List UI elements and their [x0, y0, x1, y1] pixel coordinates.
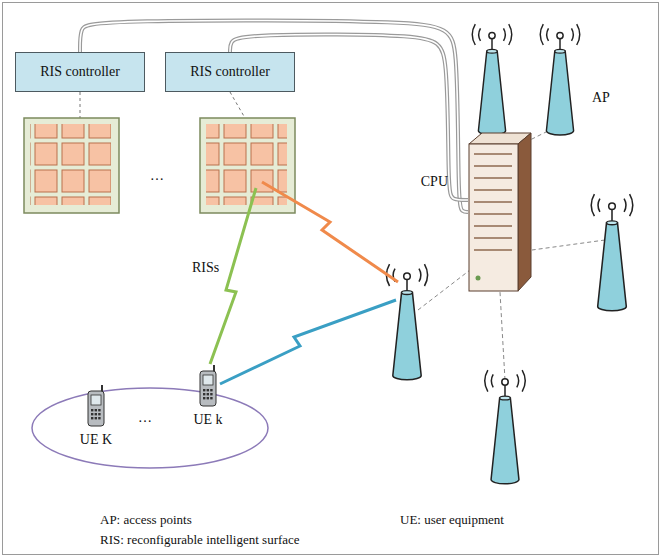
ris-ue-link [210, 188, 256, 364]
access-point [472, 24, 511, 135]
ris-controller: RIS controller [15, 52, 145, 92]
reflected-link [262, 182, 398, 282]
fronthaul [418, 125, 605, 380]
access-point [387, 264, 428, 380]
access-point [485, 370, 525, 484]
controller-label: RIS controller [190, 64, 270, 80]
access-point [540, 24, 579, 135]
phone-icon [197, 364, 219, 408]
ellipsis: … [150, 168, 164, 184]
control-link [230, 92, 245, 118]
server-icon [468, 132, 532, 292]
ue-label: UE K [80, 432, 112, 448]
ris-label: RISs [192, 260, 219, 276]
controller-label: RIS controller [40, 64, 120, 80]
ris-controller: RIS controller [165, 52, 295, 92]
ris-panel [24, 118, 119, 213]
ue-group [32, 388, 268, 468]
ap-label: AP [592, 90, 610, 106]
user-equipment: UE K [76, 384, 116, 454]
abbreviation-note: AP: access points [100, 512, 192, 528]
phone-icon [85, 384, 107, 428]
abbreviation-note: UE: user equipment [400, 512, 504, 528]
ellipsis: … [138, 410, 152, 426]
control-link [80, 92, 81, 118]
cpu-label: CPU [421, 174, 448, 190]
user-equipment: UE k [188, 364, 228, 434]
abbreviation-note: RIS: reconfigurable intelligent surface [100, 532, 300, 548]
frame [3, 3, 659, 555]
control-cable [80, 20, 468, 212]
ue-label: UE k [193, 412, 222, 428]
cpu-server: CPU [468, 132, 532, 292]
ris-panel [200, 118, 295, 213]
access-point [591, 194, 632, 311]
direct-link [220, 300, 396, 384]
